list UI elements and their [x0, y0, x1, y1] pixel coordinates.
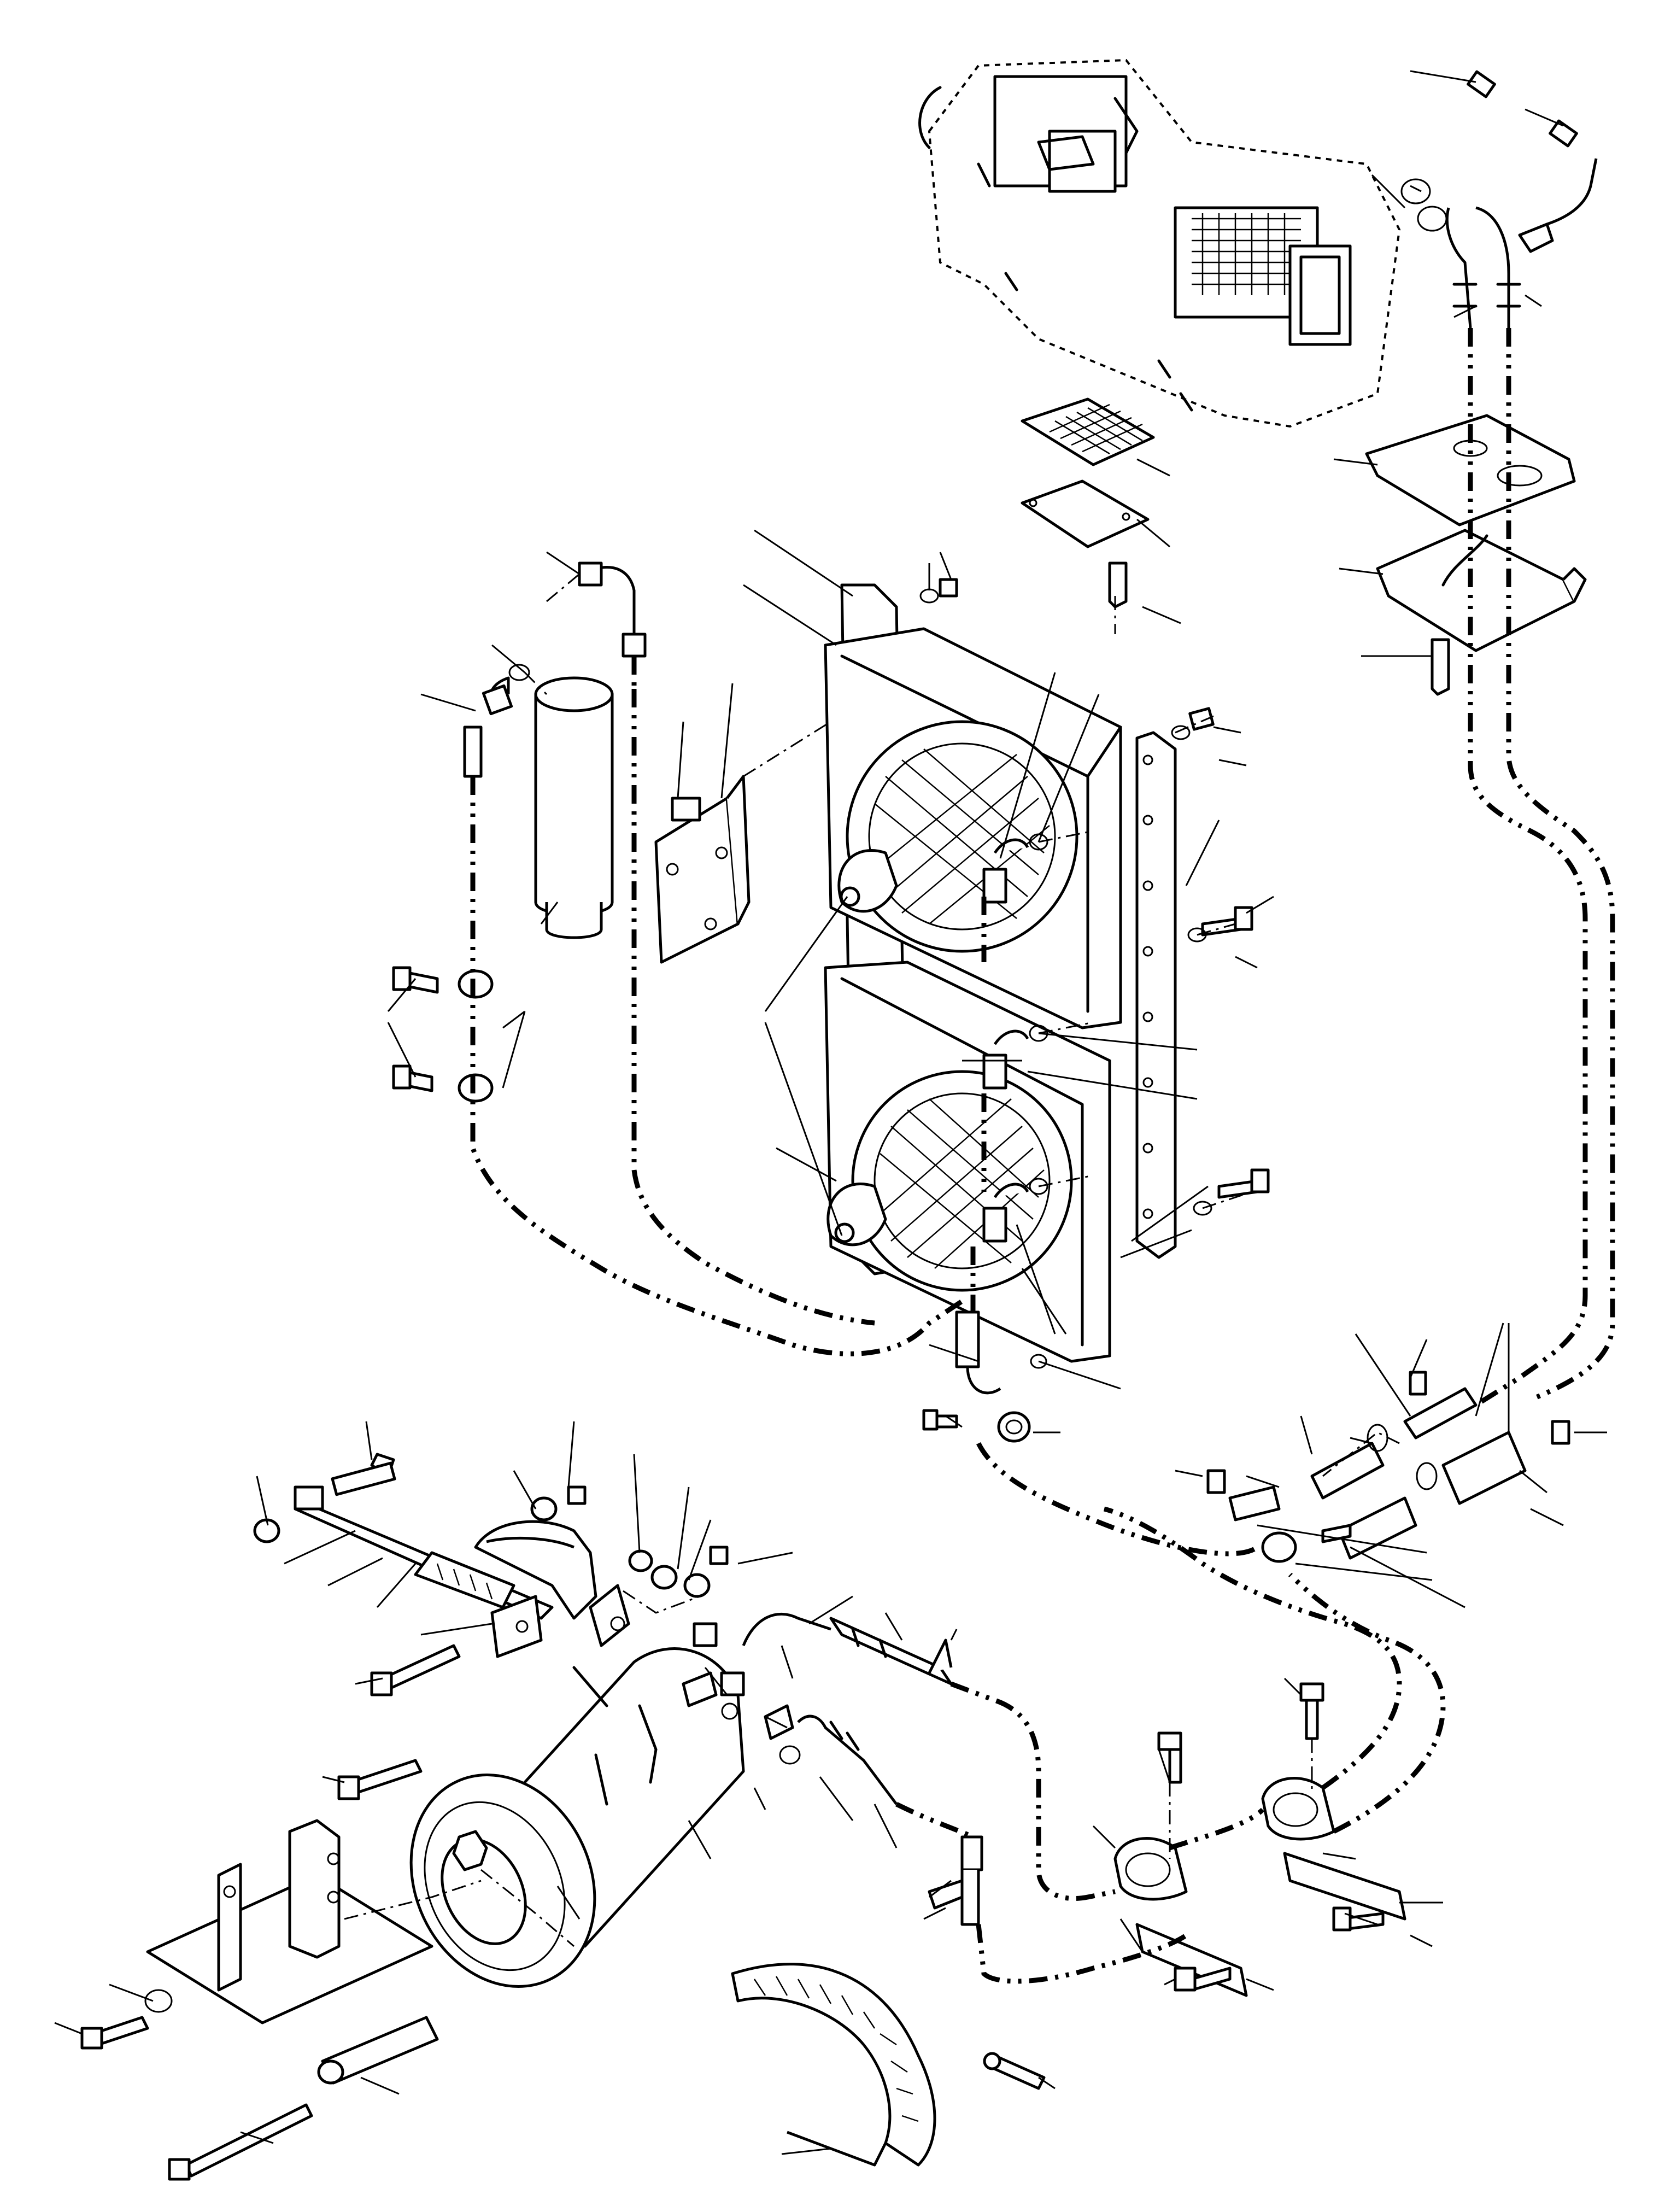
compressor-bracket-icon: [80, 1819, 482, 2181]
mounting-plate-icon: [1365, 414, 1587, 696]
lower-clamp-icon: [1113, 1682, 1406, 1997]
refrigerant-hose-routes: [470, 328, 1615, 1984]
filter-screen-icon: [1021, 397, 1155, 608]
quick-coupler-icon: [1206, 1371, 1570, 1563]
belt-tensioner-icon: [253, 1453, 729, 1658]
condenser-fan-icon: [824, 583, 1177, 1363]
elbow-fitting-icon: [955, 1310, 1047, 1443]
bracket-icon: [654, 721, 831, 964]
assembly-centerlines: [480, 573, 1400, 1947]
leader-lines: [54, 70, 1607, 2155]
upper-fan-mesh: [874, 748, 1050, 924]
pin-icon: [983, 2052, 1046, 2090]
hvac-unit-icon: [918, 58, 1401, 428]
compressor-icon: [409, 1622, 801, 1988]
hvac-vent-grille: [1192, 213, 1301, 295]
lower-fan-mesh: [880, 1098, 1045, 1269]
hvac-hose-icon: [1400, 70, 1598, 329]
hose-clamp-icon: [392, 966, 494, 1103]
compressor-hose-icon: [742, 1612, 983, 1926]
bolt-icon: [919, 578, 1270, 1431]
drive-belt-icon: [731, 1963, 936, 2167]
compressor-bolt-icon: [337, 1644, 461, 1800]
receiver-drier-icon: [463, 561, 647, 973]
